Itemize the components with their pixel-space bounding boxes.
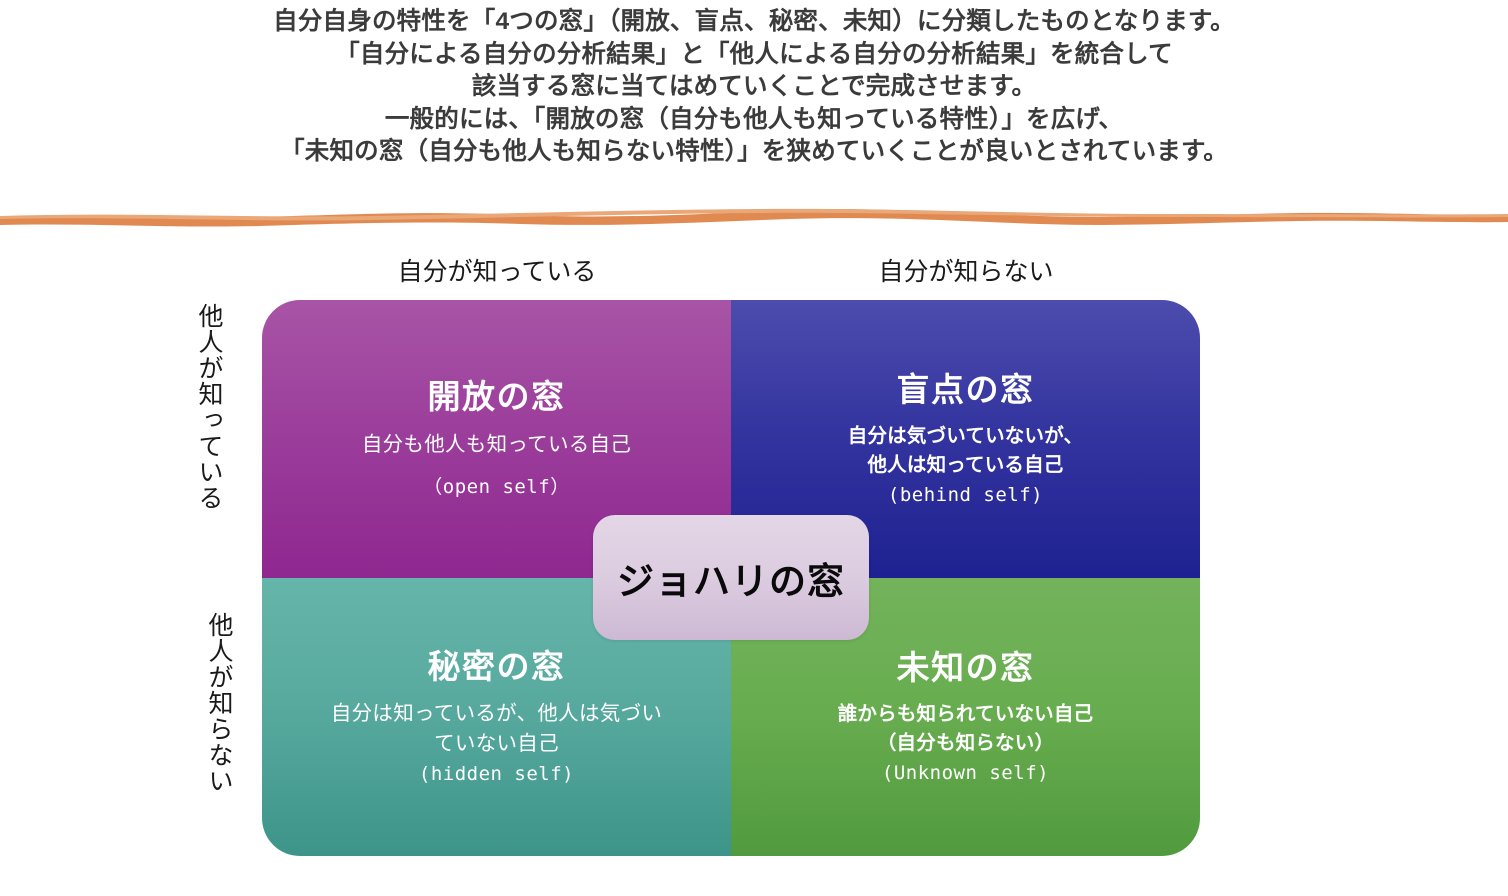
center-badge-label: ジョハリの窓 [617,560,845,602]
quadrant-english-label: (behind self) [887,483,1044,506]
center-badge[interactable]: ジョハリの窓 [593,515,869,640]
quadrant-title: 盲点の窓 [896,371,1035,409]
quadrant-title: 秘密の窓 [427,647,566,685]
quadrant-title: 開放の窓 [427,378,566,416]
header-line-1: 自分自身の特性を「4つの窓」（開放、盲点、秘密、未知）に分類したものとなります。 [273,8,1235,35]
row-label-others-known: 他人が知っている [195,303,223,511]
orange-brush-divider [0,202,1508,236]
header-line-4: 一般的には、「開放の窓（自分も他人も知っている特性）」を広げ、 [384,105,1124,133]
quadrant-english-label: (Unknown self) [881,761,1050,784]
quadrant-description-line2: 他人は知っている自己 [867,453,1064,476]
quadrant-open-self[interactable]: 開放の窓 自分も他人も知っている自己 （open self） [262,300,731,578]
quadrant-english-label: (hidden self) [418,763,575,786]
quadrant-hidden-self[interactable]: 秘密の窓 自分は知っているが、他人は気づい ていない自己 (hidden sel… [262,578,731,856]
column-header-self-known: 自分が知っている [397,258,597,286]
quadrant-description-line2: （自分も知らない） [876,731,1055,754]
quadrant-description: 自分は知っているが、他人は気づい [330,701,663,725]
column-header-self-unknown: 自分が知らない [878,258,1054,286]
quadrant-title: 未知の窓 [896,649,1035,687]
quadrant-english-label: （open self） [423,475,570,498]
header-description: 自分自身の特性を「4つの窓」（開放、盲点、秘密、未知）に分類したものとなります。… [0,6,1508,169]
quadrant-description-line2: ていない自己 [434,731,559,755]
header-line-2: 「自分による自分の分析結果」と「他人による自分の分析結果」を統合して [335,40,1173,68]
row-label-others-unknown: 他人が知らない [205,612,233,794]
header-line-5: 「未知の窓（自分も他人も知らない特性）」を狭めていくことが良いとされています。 [280,138,1228,166]
quadrant-description: 誰からも知られていない自己 [837,703,1094,726]
quadrant-description: 自分も他人も知っている自己 [361,432,632,456]
quadrant-description: 自分は気づいていないが、 [847,425,1084,448]
header-line-3: 該当する窓に当てはめていくことで完成させます。 [471,73,1037,101]
